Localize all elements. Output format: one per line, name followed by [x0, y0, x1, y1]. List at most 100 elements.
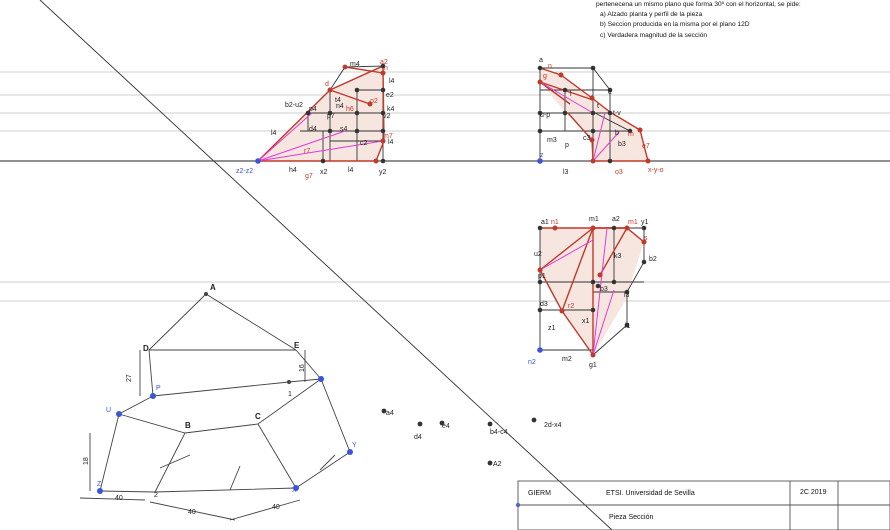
svg-text:b3: b3 [600, 286, 608, 293]
svg-text:c3: c3 [583, 135, 591, 142]
svg-text:b2: b2 [649, 256, 657, 263]
isometric-labels: A D E P V U B C Y Z X 1 2 27 16 18 40 40… [83, 283, 357, 516]
svg-text:t-v: t-v [613, 110, 621, 117]
svg-text:z: z [540, 152, 544, 159]
svg-text:2d-x4: 2d-x4 [544, 422, 562, 429]
svg-text:B: B [185, 421, 191, 430]
title-subject: Pieza Sección [609, 514, 653, 521]
svg-text:d4: d4 [414, 434, 422, 441]
svg-text:o3: o3 [615, 169, 623, 176]
isometric-sketch [79, 293, 351, 521]
svg-text:16: 16 [299, 364, 306, 372]
svg-text:l4: l4 [271, 130, 277, 137]
svg-text:g: g [543, 73, 547, 80]
svg-text:b: b [615, 130, 619, 137]
svg-text:t4: t4 [335, 97, 341, 104]
svg-text:E: E [294, 341, 300, 350]
svg-text:b4-c4: b4-c4 [490, 429, 508, 436]
svg-text:m1: m1 [628, 219, 638, 226]
svg-text:x-y-o: x-y-o [648, 167, 664, 174]
svg-text:40: 40 [115, 495, 123, 502]
svg-text:c) Verdadera magnitud de la se: c) Verdadera magnitud de la sección [600, 32, 707, 39]
svg-text:2: 2 [154, 492, 158, 499]
svg-text:D: D [143, 344, 149, 353]
svg-text:y1: y1 [641, 219, 649, 226]
svg-text:a2: a2 [380, 59, 388, 66]
title-date: 2C 2019 [800, 489, 827, 496]
svg-text:n1: n1 [551, 219, 559, 226]
svg-text:l: l [570, 91, 572, 98]
svg-text:n: n [548, 63, 552, 70]
svg-text:a: a [539, 57, 543, 64]
svg-text:r2: r2 [568, 303, 574, 310]
svg-text:s4: s4 [340, 126, 348, 133]
elevation-section-fill [258, 66, 384, 161]
svg-text:m2: m2 [562, 356, 572, 363]
svg-text:C: C [255, 412, 261, 421]
svg-text:n2: n2 [528, 359, 536, 366]
svg-text:m7: m7 [383, 133, 393, 140]
svg-text:h4: h4 [289, 167, 297, 174]
svg-text:Y: Y [352, 442, 357, 449]
elevation-view: a2 n m4 d l4 e2 k4 v2 b2-u2 p4 d4 s4 l4 … [236, 59, 395, 180]
svg-text:x2: x2 [320, 169, 328, 176]
svg-text:n4: n4 [336, 103, 344, 110]
svg-text:s: s [644, 235, 648, 242]
svg-text:l4: l4 [348, 167, 354, 174]
svg-text:A: A [210, 283, 216, 292]
diagonal-line [39, 0, 613, 530]
svg-text:d: d [325, 81, 329, 88]
svg-text:a1: a1 [541, 219, 549, 226]
svg-text:z2-z2: z2-z2 [236, 168, 253, 175]
scatter-points: a4 d4 e4 b4-c4 2d-x4 A2 [381, 408, 562, 468]
profile-view: a n g l e t u-p t-v m m3 c3 p b z l3 o3 … [537, 57, 664, 176]
title-block: GIERM ETSI. Universidad de Sevilla 2C 20… [515, 480, 890, 530]
svg-text:d4: d4 [309, 126, 317, 133]
svg-text:a4: a4 [386, 410, 394, 417]
svg-text:18: 18 [83, 457, 90, 465]
svg-text:g7: g7 [305, 173, 313, 180]
svg-text:X: X [292, 487, 297, 494]
title-school: ETSI. Universidad de Sevilla [606, 490, 695, 497]
plan-section-fill [540, 228, 644, 355]
svg-text:27: 27 [126, 374, 133, 382]
svg-text:h6: h6 [346, 106, 354, 113]
svg-text:P: P [156, 385, 161, 392]
svg-text:v2: v2 [383, 113, 391, 120]
plan-view: a1 n1 m1 a2 m1 y1 s b2 u2 p1 b3 l3 k3 i1… [528, 216, 657, 369]
svg-text:u-p: u-p [540, 112, 550, 119]
svg-text:g1: g1 [589, 362, 597, 369]
svg-text:p1: p1 [538, 273, 546, 280]
problem-statement: pertenecena un mismo plano que forma 30º… [596, 1, 801, 39]
svg-text:p4: p4 [309, 106, 317, 113]
svg-text:40: 40 [272, 504, 280, 511]
svg-text:m3: m3 [547, 137, 557, 144]
title-author: GIERM [528, 490, 551, 497]
svg-text:d3: d3 [540, 301, 548, 308]
svg-text:A2: A2 [493, 461, 502, 468]
svg-text:r7: r7 [304, 148, 310, 155]
svg-text:40: 40 [188, 509, 196, 516]
svg-text:k3: k3 [614, 253, 622, 260]
svg-text:l3: l3 [563, 169, 569, 176]
profile-origin-point [537, 158, 543, 164]
svg-text:Z: Z [97, 481, 102, 488]
svg-text:e2: e2 [386, 92, 394, 99]
svg-text:a) Alzado planta y perfil de l: a) Alzado planta y perfil de la pieza [600, 11, 703, 18]
svg-text:b2-u2: b2-u2 [285, 102, 303, 109]
reference-lines [0, 71, 890, 302]
svg-text:a2: a2 [612, 216, 620, 223]
svg-text:l3: l3 [624, 292, 630, 299]
svg-text:l4: l4 [388, 139, 394, 146]
svg-text:n: n [384, 65, 388, 72]
svg-text:b3: b3 [618, 141, 626, 148]
svg-text:e7: e7 [642, 143, 650, 150]
svg-text:i1: i1 [625, 323, 631, 330]
elevation-origin-point [255, 158, 261, 164]
svg-text:U: U [106, 407, 111, 414]
svg-text:l4: l4 [389, 78, 395, 85]
svg-text:e4: e4 [442, 423, 450, 430]
svg-text:b) Seccion producida en la mis: b) Seccion producida en la misma por el … [600, 21, 750, 28]
svg-text:z1: z1 [548, 325, 556, 332]
